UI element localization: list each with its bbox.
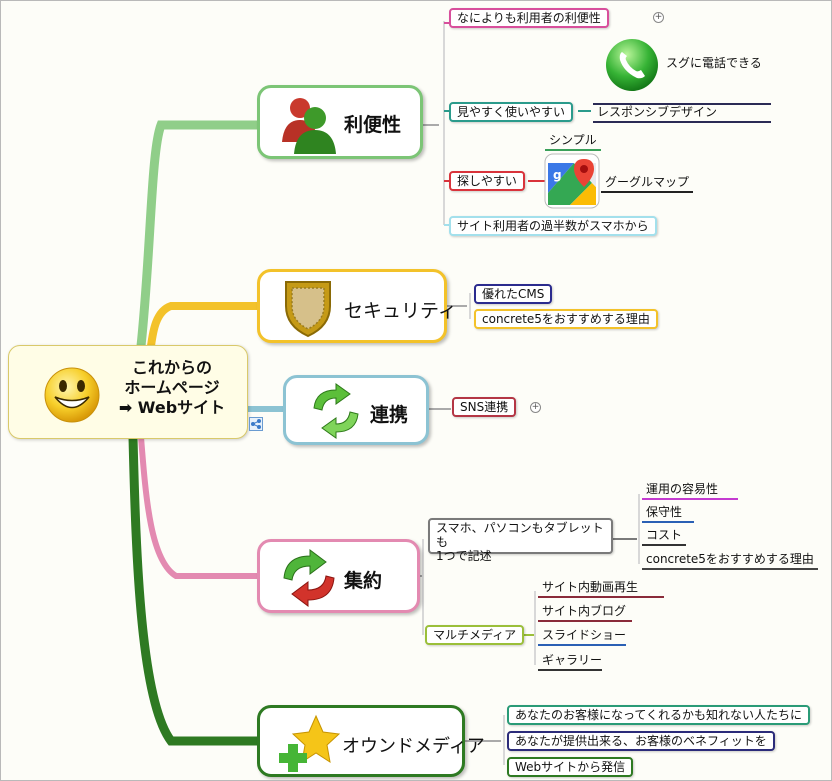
topic-label: オウンドメディア xyxy=(342,736,485,757)
node-concrete5-agg[interactable]: concrete5をおすすめする理由 xyxy=(642,552,818,570)
users-icon xyxy=(282,98,336,154)
topic-label: 集約 xyxy=(344,570,383,592)
node-phone[interactable]: スグに電話できる xyxy=(666,56,762,70)
node-multimedia[interactable]: マルチメディア xyxy=(425,625,525,645)
expand-plus-icon[interactable]: + xyxy=(653,12,664,23)
topic-label: 利便性 xyxy=(344,114,402,136)
node-easy-find[interactable]: 探しやすい xyxy=(449,171,525,191)
root-line-1: これからの xyxy=(131,358,212,377)
root-line-2: ホームページ xyxy=(124,378,220,397)
node-ops[interactable]: 運用の容易性 xyxy=(642,482,738,500)
node-google-map[interactable]: グーグルマップ xyxy=(601,175,693,193)
node-cms[interactable]: 優れたCMS xyxy=(474,284,553,304)
node-blog[interactable]: サイト内ブログ xyxy=(538,604,632,622)
node-one-code[interactable]: スマホ、パソコンもタブレットも 1つで記述 xyxy=(428,518,613,563)
node-easy-view[interactable]: 見やすく使いやすい xyxy=(449,102,574,122)
node-maintain[interactable]: 保守性 xyxy=(642,505,694,523)
shield-icon xyxy=(285,281,331,338)
node-benefit[interactable]: あなたが提供出来る、お客様のベネフィットを xyxy=(507,731,775,751)
root-line-3: ➡ Webサイト xyxy=(118,398,226,417)
topic-label: セキュリティ xyxy=(344,300,457,322)
link-icon[interactable] xyxy=(249,417,263,431)
node-simple[interactable]: シンプル xyxy=(545,133,601,151)
node-gallery[interactable]: ギャラリー xyxy=(538,653,602,671)
google-maps-icon: g xyxy=(544,153,600,209)
phone-icon xyxy=(606,39,658,91)
sync-arrows-icon xyxy=(313,383,359,439)
root-title: これからの ホームページ ➡ Webサイト xyxy=(102,358,242,418)
root-topic[interactable]: これからの ホームページ ➡ Webサイト xyxy=(8,345,248,439)
node-responsive[interactable]: レスポンシブデザイン xyxy=(593,103,771,123)
node-slideshow[interactable]: スライドショー xyxy=(538,628,626,646)
topic-aggregation[interactable]: 集約 xyxy=(257,539,420,613)
node-user-first[interactable]: なによりも利用者の利便性 xyxy=(449,8,609,28)
recycle-arrows-icon xyxy=(283,549,335,607)
node-cost[interactable]: コスト xyxy=(642,528,686,546)
star-plus-icon xyxy=(279,714,340,772)
node-smartphone[interactable]: サイト利用者の過半数がスマホから xyxy=(449,216,657,236)
topic-label: 連携 xyxy=(370,404,409,426)
smiley-icon xyxy=(44,367,100,423)
node-sns[interactable]: SNS連携 xyxy=(452,397,517,417)
svg-text:g: g xyxy=(553,168,562,182)
expand-plus-icon[interactable]: + xyxy=(530,402,541,413)
node-concrete5-security[interactable]: concrete5をおすすめする理由 xyxy=(474,309,658,329)
topic-owned-media[interactable]: オウンドメディア xyxy=(257,705,485,777)
node-potential[interactable]: あなたのお客様になってくれるかも知れない人たちに xyxy=(507,705,811,725)
topic-convenience[interactable]: 利便性 xyxy=(257,85,423,159)
node-broadcast[interactable]: Webサイトから発信 xyxy=(507,757,634,777)
node-video[interactable]: サイト内動画再生 xyxy=(538,580,664,598)
topic-security[interactable]: セキュリティ xyxy=(257,269,457,343)
topic-integration[interactable]: 連携 xyxy=(283,375,429,445)
